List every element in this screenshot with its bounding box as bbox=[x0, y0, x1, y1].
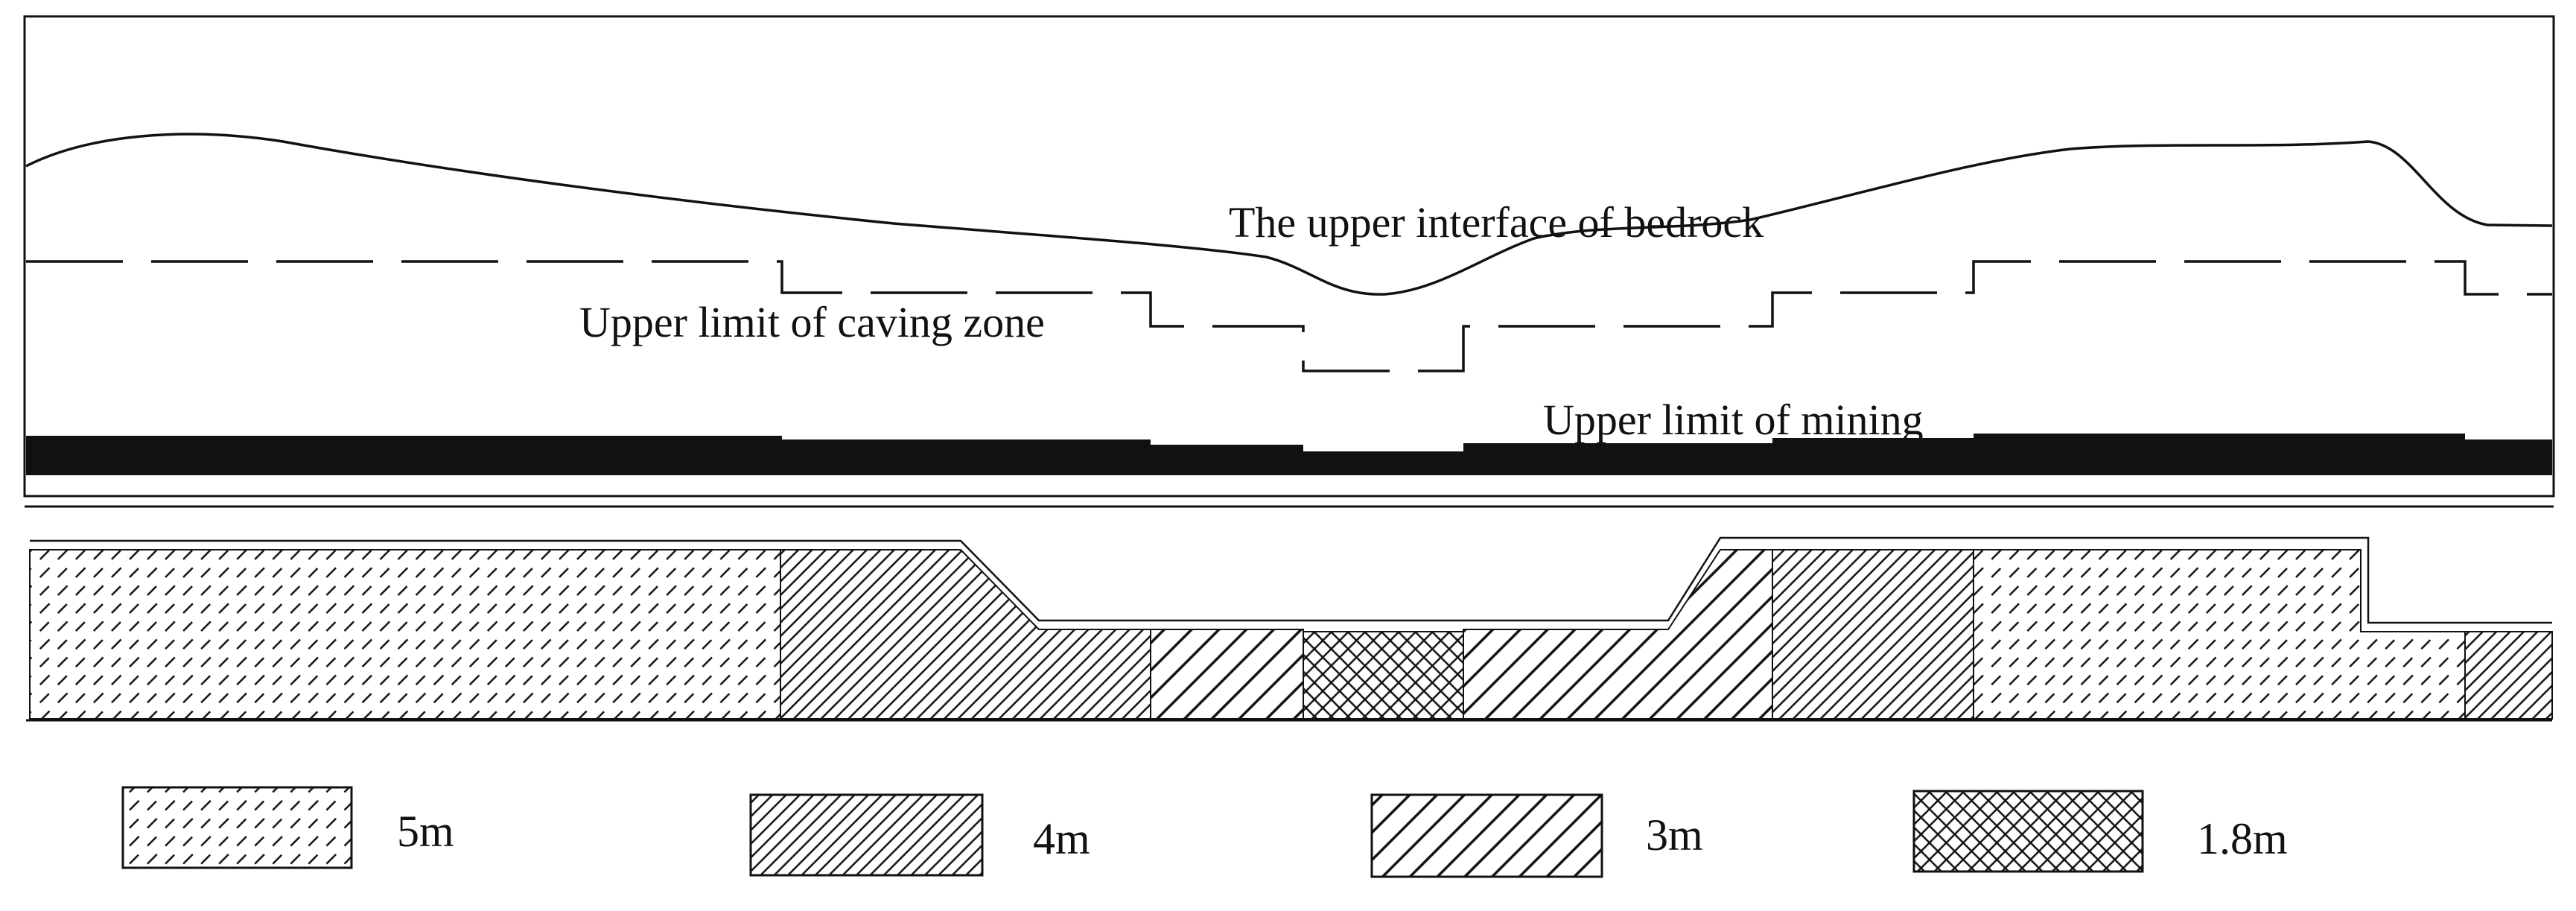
legend-swatch-4m bbox=[749, 793, 984, 877]
legend-label-3m: 3m bbox=[1646, 810, 1703, 860]
legend-label-5m: 5m bbox=[397, 807, 454, 856]
zone-4m-far-right bbox=[2464, 631, 2553, 720]
zone-4m-right bbox=[1772, 549, 1974, 720]
mining-limit-label: Upper limit of mining bbox=[1543, 396, 1924, 444]
zone-3m-right bbox=[1463, 549, 1773, 720]
thickness-profile bbox=[26, 536, 2553, 722]
zone-1-8m-center bbox=[1303, 631, 1464, 720]
legend-item-1-8m: 1.8m bbox=[1912, 790, 2288, 873]
legend-item-4m: 4m bbox=[749, 793, 1090, 877]
mining-limit-band bbox=[26, 434, 2552, 475]
profile-top-outline bbox=[30, 536, 2552, 624]
legend-label-4m: 4m bbox=[1033, 814, 1090, 863]
zone-5m-right bbox=[1973, 549, 2466, 720]
legend-swatch-3m bbox=[1370, 793, 1603, 878]
legend-swatch-1-8m bbox=[1912, 790, 2144, 873]
legend-item-5m: 5m bbox=[121, 786, 454, 869]
section-frame bbox=[23, 15, 2555, 498]
zone-3m-left bbox=[1150, 629, 1304, 720]
bedrock-interface-label: The upper interface of bedrock bbox=[1229, 198, 1764, 247]
legend-item-3m: 3m bbox=[1370, 793, 1703, 878]
zone-5m-left bbox=[29, 549, 781, 720]
caving-zone-limit-line bbox=[26, 260, 2552, 372]
zone-4m-left bbox=[780, 549, 1151, 720]
legend: 5m 4m 3m 1.8m bbox=[121, 786, 2288, 878]
legend-label-1-8m: 1.8m bbox=[2197, 814, 2288, 863]
legend-swatch-5m bbox=[121, 786, 353, 869]
bedrock-interface-curve bbox=[25, 133, 2553, 296]
caving-zone-label: Upper limit of caving zone bbox=[579, 298, 1045, 346]
